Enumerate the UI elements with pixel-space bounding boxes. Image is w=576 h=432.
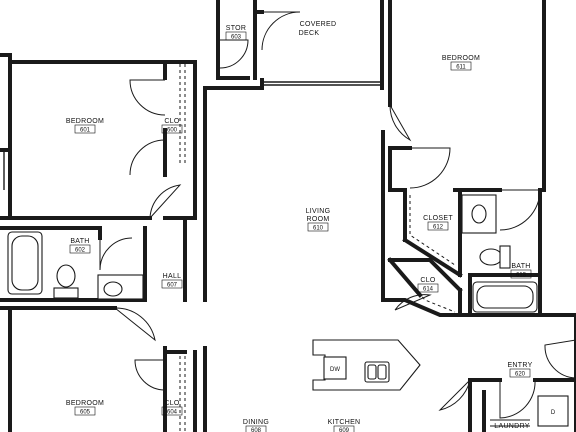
room-labels: STOR 603 COVERED DECK BEDROOM 611 BEDROO… (66, 21, 532, 432)
svg-text:CLO: CLO (164, 400, 180, 407)
svg-text:LIVING: LIVING (306, 208, 331, 215)
label-laundry: LAUNDRY (494, 423, 529, 430)
label-bedroom-main: BEDROOM 611 (442, 55, 480, 71)
label-bedroom-low: BEDROOM 605 (66, 400, 104, 416)
svg-text:602: 602 (75, 248, 86, 254)
toilet-right (479, 248, 503, 266)
fixture-labels: DW D (330, 367, 556, 416)
label-hall: HALL 607 (161, 273, 183, 289)
svg-text:BATH: BATH (511, 263, 530, 270)
svg-text:604: 604 (167, 410, 178, 416)
dishwasher (323, 356, 347, 380)
svg-text:DINING: DINING (243, 419, 269, 426)
label-stor: STOR 603 (225, 25, 247, 41)
svg-text:605: 605 (80, 410, 91, 416)
label-bedroom-left: BEDROOM 601 (66, 118, 104, 134)
svg-text:609: 609 (339, 428, 350, 432)
label-clo-low: CLO 604 (161, 400, 183, 416)
svg-text:600: 600 (167, 128, 178, 134)
svg-text:607: 607 (167, 283, 178, 289)
svg-text:603: 603 (231, 35, 242, 41)
label-dining: DINING 608 (243, 419, 269, 432)
doors (99, 11, 576, 419)
label-living-room: LIVING ROOM 610 (306, 208, 331, 232)
svg-text:LAUNDRY: LAUNDRY (494, 423, 529, 430)
svg-text:620: 620 (515, 372, 526, 378)
svg-text:ENTRY: ENTRY (507, 362, 532, 369)
label-clo-mid: CLO 614 (417, 277, 439, 293)
svg-text:STOR: STOR (226, 25, 247, 32)
label-bath-right: BATH 613 (510, 263, 532, 279)
dryer-label: D (551, 410, 556, 416)
svg-text:613: 613 (516, 273, 527, 279)
svg-text:HALL: HALL (163, 273, 182, 280)
toilet-left (56, 264, 76, 288)
svg-text:CLO: CLO (420, 277, 436, 284)
closet-shelving (179, 64, 456, 432)
label-closet: CLOSET 612 (423, 215, 453, 231)
label-clo-left: CLO 600 (161, 118, 183, 134)
dryer (537, 395, 569, 427)
label-covered-deck: COVERED DECK (299, 21, 337, 37)
svg-text:BEDROOM: BEDROOM (66, 400, 104, 407)
label-kitchen: KITCHEN 609 (328, 419, 361, 432)
svg-text:CLO: CLO (164, 118, 180, 125)
svg-text:610: 610 (313, 226, 324, 232)
svg-text:COVERED: COVERED (300, 21, 337, 28)
svg-text:KITCHEN: KITCHEN (328, 419, 361, 426)
svg-text:BATH: BATH (70, 238, 89, 245)
svg-text:CLOSET: CLOSET (423, 215, 453, 222)
svg-text:BEDROOM: BEDROOM (442, 55, 480, 62)
svg-text:612: 612 (433, 225, 444, 231)
dishwasher-label: DW (330, 367, 340, 373)
svg-text:611: 611 (456, 65, 466, 71)
svg-text:608: 608 (251, 428, 262, 432)
door-bedroom-left (129, 79, 166, 116)
fixtures (7, 194, 569, 427)
svg-text:601: 601 (80, 128, 91, 134)
svg-text:BEDROOM: BEDROOM (66, 118, 104, 125)
label-bath-left: BATH 602 (69, 238, 91, 254)
label-entry: ENTRY 620 (507, 362, 532, 378)
svg-text:614: 614 (423, 287, 434, 293)
svg-text:ROOM: ROOM (307, 216, 330, 223)
svg-text:DECK: DECK (299, 30, 320, 37)
